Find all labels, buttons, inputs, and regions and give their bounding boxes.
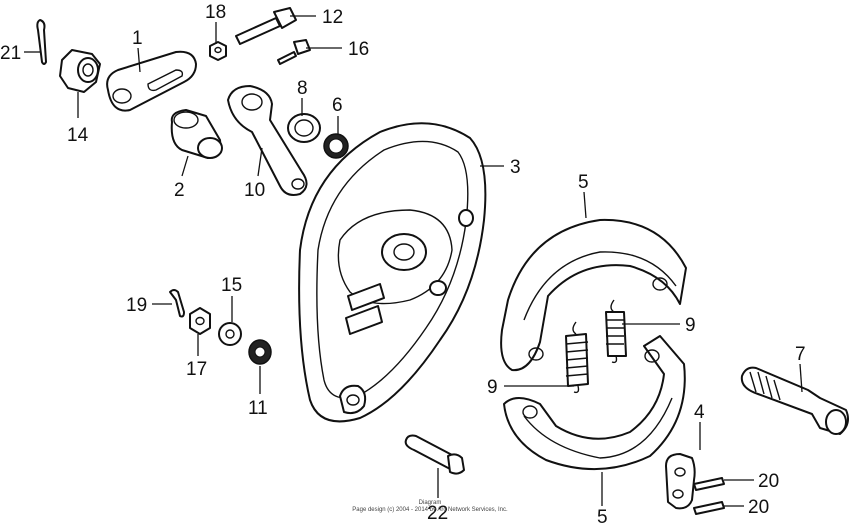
part-19-cotter-pin [169,289,185,318]
callout-12: 12 [322,7,343,28]
leader-lines [24,15,803,507]
part-9-spring-right [605,299,627,364]
part-16-small-bolt [277,39,311,65]
part-11-lock-washer [248,339,272,365]
part-6-o-ring [323,133,349,159]
callout-4: 4 [694,402,705,423]
callout-10: 10 [244,180,265,201]
part-4-plate [665,453,696,510]
part-9-spring-left [565,321,589,394]
callout-5-upper: 5 [578,172,589,193]
part-18-nut [209,41,227,61]
callout-21: 21 [0,43,21,64]
callout-6: 6 [332,95,343,116]
footer-label: Diagram [418,500,442,506]
part-20-pin-lower [693,501,725,515]
callout-7: 7 [795,344,806,365]
part-15-washer [218,322,242,346]
part-1-brake-arm [106,50,197,112]
callout-18: 18 [205,2,226,23]
part-21-cotter-pin [36,19,47,65]
part-22-anchor-pin [404,434,465,475]
callout-17: 17 [186,359,207,380]
part-10-cam-lever [227,85,308,196]
callout-8: 8 [297,78,308,99]
part-5-lower-brake-shoe [503,335,686,471]
callout-16: 16 [348,39,369,60]
part-8-seal [287,113,321,143]
part-12-bolt [235,7,297,45]
callout-22: 22 [427,503,448,524]
callout-9-left: 9 [487,377,498,398]
part-3-brake-panel [298,122,487,423]
callout-11: 11 [248,398,268,419]
callout-20-lower: 20 [748,497,769,518]
callout-5-lower: 5 [597,507,608,526]
part-7-brake-cam [740,366,849,435]
callout-9-right: 9 [685,315,696,336]
callout-20-upper: 20 [758,471,779,492]
callout-2: 2 [174,180,185,201]
part-20-pin-upper [693,477,725,491]
footer-copyright: Page design (c) 2004 - 2014 by Arc Netwo… [352,507,508,513]
callout-14: 14 [67,125,89,146]
callout-3: 3 [510,157,521,178]
callout-15: 15 [221,275,242,296]
part-17-nut [189,307,211,335]
part-2-bushing [170,109,223,159]
part-5-upper-brake-shoe [500,218,687,372]
part-14-castle-nut [59,49,101,93]
callout-19: 19 [126,295,147,316]
callout-1: 1 [132,28,143,49]
